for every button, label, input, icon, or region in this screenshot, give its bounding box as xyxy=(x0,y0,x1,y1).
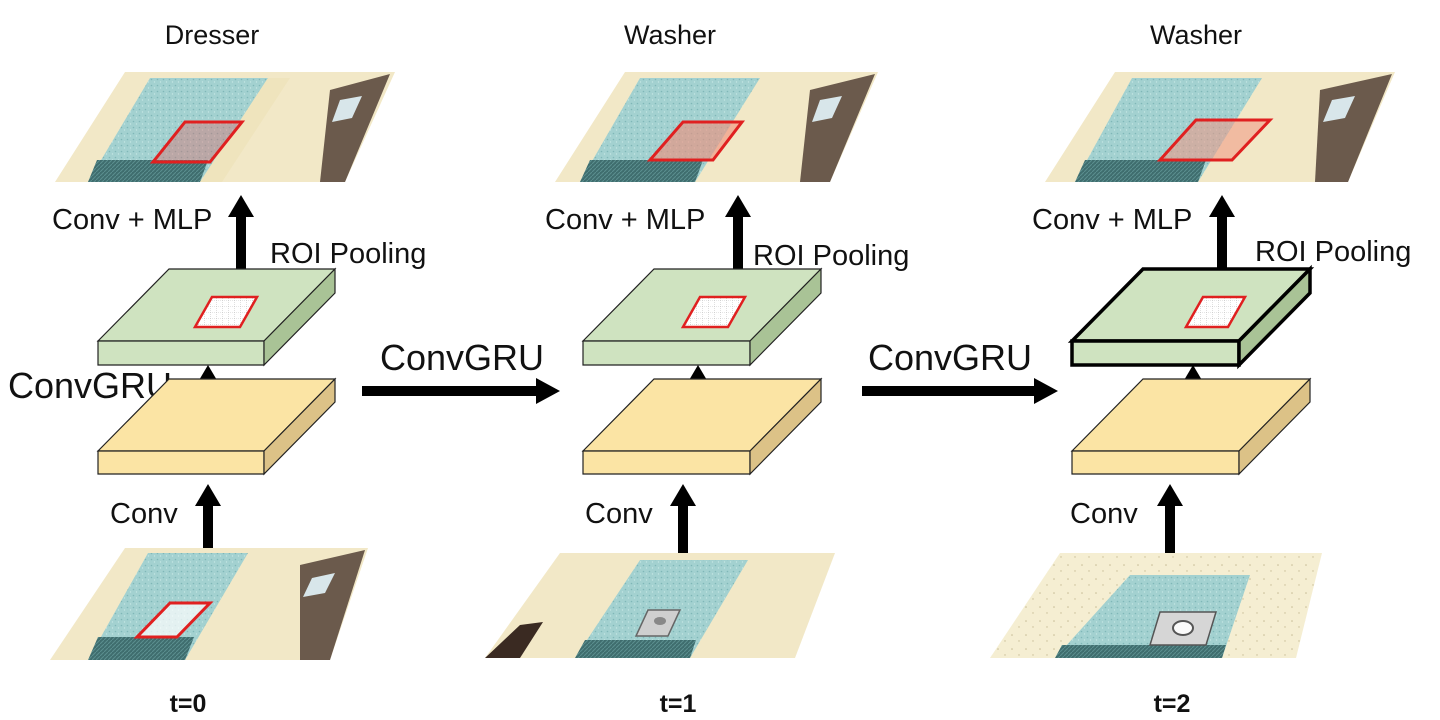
conv-arrow xyxy=(195,484,221,574)
time-label: t=2 xyxy=(1154,690,1191,718)
input-scene-image xyxy=(990,553,1322,658)
conv-arrow xyxy=(1157,484,1183,574)
head-arrow xyxy=(228,195,254,287)
convgru-transition: ConvGRU xyxy=(362,337,560,404)
transition-label: ConvGRU xyxy=(868,337,1032,378)
time-label: t=1 xyxy=(660,690,697,718)
head-label: Conv + MLP xyxy=(545,204,705,236)
column-t0: Dresser Conv + MLP ROI Pooling xyxy=(8,20,426,718)
head-label: Conv + MLP xyxy=(1032,204,1192,236)
output-scene-image xyxy=(555,72,878,182)
roi-region xyxy=(680,295,748,329)
head-arrow xyxy=(1209,195,1235,287)
output-scene-image xyxy=(55,72,395,182)
roi-pooling-label: ROI Pooling xyxy=(753,240,909,272)
detection-box xyxy=(646,120,746,162)
input-scene-image xyxy=(50,548,368,660)
conv-feature-map xyxy=(581,377,823,476)
time-label: t=0 xyxy=(170,690,207,718)
column-t2: Washer Conv + MLP ROI Pooling xyxy=(990,20,1411,718)
convgru-feature-map xyxy=(96,267,337,367)
convgru-feature-map-highlighted xyxy=(1067,264,1315,370)
convgru-transition: ConvGRU xyxy=(862,337,1058,404)
detection-box xyxy=(133,601,214,639)
convgru-label: ConvGRU xyxy=(8,365,172,406)
class-label: Washer xyxy=(1150,20,1242,50)
detection-box xyxy=(1156,118,1274,162)
column-t1: Washer Conv + MLP ROI Pooling xyxy=(485,20,909,718)
transition-label: ConvGRU xyxy=(380,337,544,378)
output-scene-image xyxy=(1045,72,1395,182)
class-label: Washer xyxy=(624,20,716,50)
conv-feature-map xyxy=(1070,377,1312,476)
detection-box xyxy=(149,120,246,164)
conv-label: Conv xyxy=(585,498,653,530)
conv-arrow xyxy=(670,484,696,574)
head-arrow xyxy=(725,195,751,287)
input-scene-image xyxy=(485,553,835,658)
roi-pooling-label: ROI Pooling xyxy=(1255,236,1411,268)
roi-region xyxy=(1183,295,1248,329)
class-label: Dresser xyxy=(165,20,260,50)
conv-label: Conv xyxy=(1070,498,1138,530)
conv-label: Conv xyxy=(110,498,178,530)
roi-region xyxy=(192,295,260,329)
convgru-feature-map xyxy=(581,267,823,367)
roi-pooling-label: ROI Pooling xyxy=(270,238,426,270)
conv-feature-map xyxy=(96,377,337,476)
head-label: Conv + MLP xyxy=(52,204,212,236)
